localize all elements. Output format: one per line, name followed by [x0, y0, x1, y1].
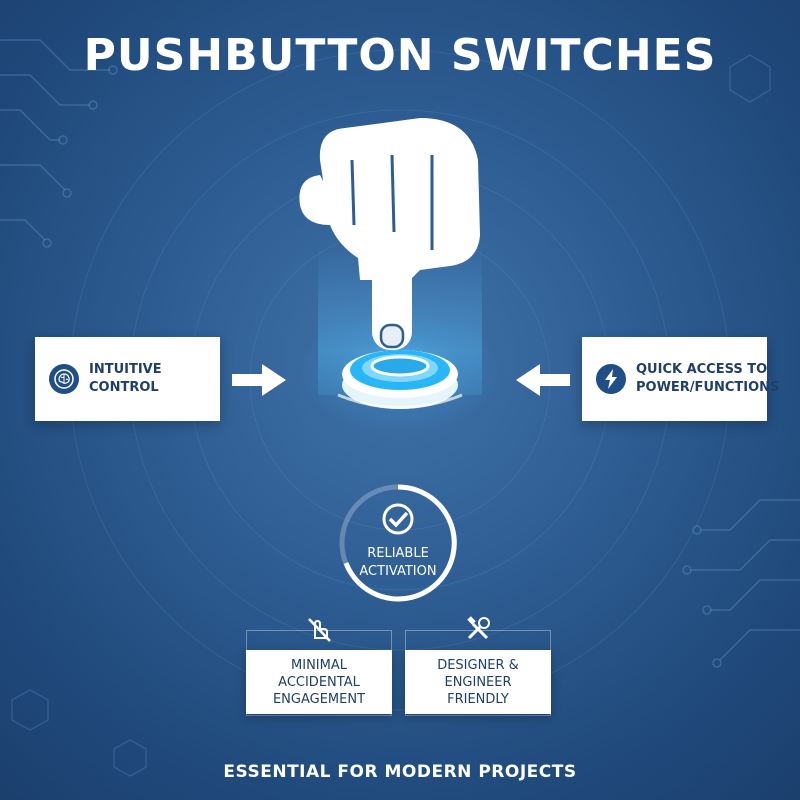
minimal-line2: ACCIDENTAL: [278, 674, 360, 690]
quick-access-line2: POWER/FUNCTIONS: [636, 380, 780, 395]
reliable-activation-badge: [339, 484, 457, 602]
circuit-top-left: [0, 39, 118, 248]
designer-line3: FRIENDLY: [447, 691, 509, 707]
designer-line1: DESIGNER &: [437, 657, 519, 673]
hand-icon: [299, 118, 480, 350]
circuit-right: [682, 499, 800, 668]
page-title: PUSHBUTTON SWITCHES: [83, 30, 717, 81]
hexagons: [11, 54, 771, 777]
minimal-line3: ENGAGEMENT: [272, 691, 366, 707]
reliable-activation-label: RELIABLE ACTIVATION: [336, 545, 460, 581]
footer-tagline: ESSENTIAL FOR MODERN PROJECTS: [223, 762, 577, 782]
lightning-icon: [596, 364, 626, 394]
tools-icon: [467, 616, 490, 640]
reliable-line2: ACTIVATION: [359, 564, 437, 579]
arrow-right-icon: [232, 364, 286, 396]
checkmark-icon: [382, 503, 414, 535]
reliable-line1: RELIABLE: [367, 546, 429, 561]
quick-access-card: QUICK ACCESS TO POWER/FUNCTIONS: [582, 337, 779, 421]
pushbutton-icon: [337, 350, 463, 409]
intuitive-control-label: INTUITIVE CONTROL: [89, 362, 162, 395]
designer-line2: ENGINEER: [444, 674, 512, 690]
quick-access-line1: QUICK ACCESS TO: [636, 362, 768, 377]
brain-icon: [49, 364, 79, 394]
minimal-line1: MINIMAL: [291, 657, 347, 673]
quick-access-label: QUICK ACCESS TO POWER/FUNCTIONS: [636, 361, 779, 397]
designer-friendly-card: DESIGNER & ENGINEER FRIENDLY: [405, 650, 551, 714]
intuitive-control-card: INTUITIVE CONTROL: [35, 337, 220, 421]
minimal-engagement-card: MINIMAL ACCIDENTAL ENGAGEMENT: [246, 650, 392, 714]
no-touch-icon: [308, 618, 331, 642]
arrow-left-icon: [516, 364, 570, 396]
